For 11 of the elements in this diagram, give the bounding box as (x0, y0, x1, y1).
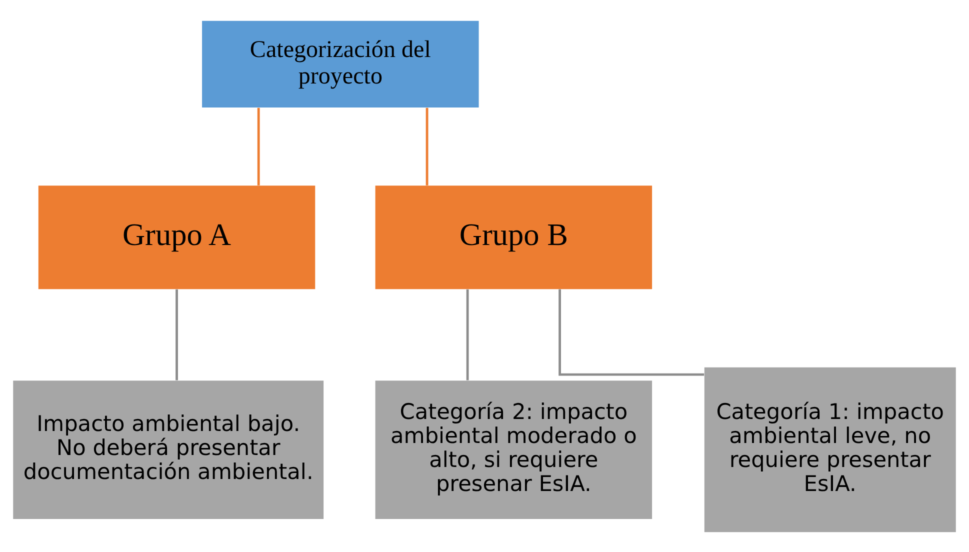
connector (257, 107, 260, 185)
connector (466, 288, 469, 380)
node-box: Grupo A (38, 185, 316, 289)
connector (558, 288, 704, 376)
node-box: Categorización del proyecto (202, 20, 479, 107)
connector (426, 107, 428, 185)
node-box: Categoría 1: impacto ambiental leve, no requiere presentar EsIA. (704, 366, 956, 532)
node-box: Impacto ambiental bajo. No deberá presentar documentación ambiental. (13, 380, 324, 518)
node-box: Categoría 2: impacto ambiental moderado o alto, si requiere presenar EsIA. (375, 380, 652, 518)
connector (176, 288, 178, 380)
node-box: Grupo B (375, 185, 652, 289)
